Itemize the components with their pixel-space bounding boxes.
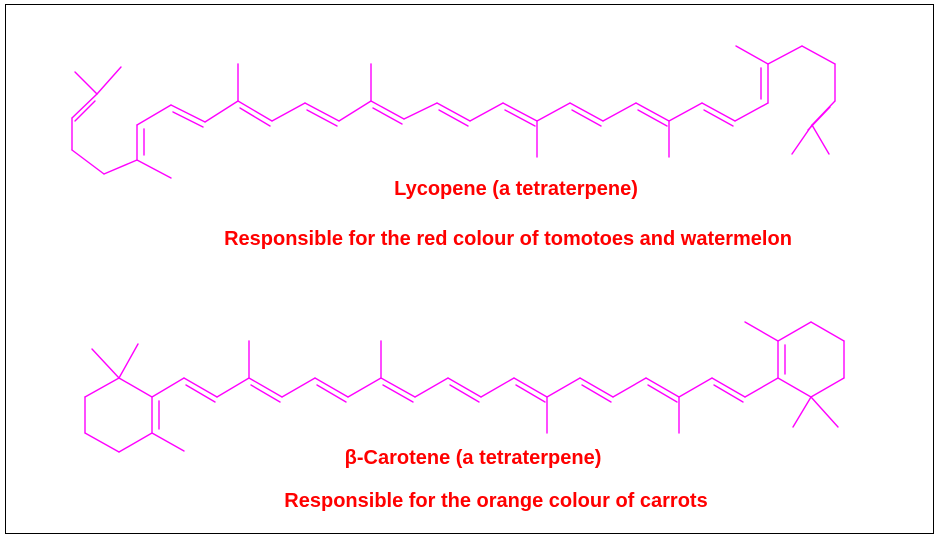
lycopene-name: Lycopene (a tetraterpene) xyxy=(394,178,638,200)
lycopene-structure xyxy=(71,45,836,179)
lycopene-description: Responsible for the red colour of tomoto… xyxy=(224,228,792,250)
beta-carotene-description: Responsible for the orange colour of car… xyxy=(284,490,708,512)
beta-carotene-name: β-Carotene (a tetraterpene) xyxy=(344,447,602,469)
beta-carotene-structure xyxy=(84,321,845,453)
